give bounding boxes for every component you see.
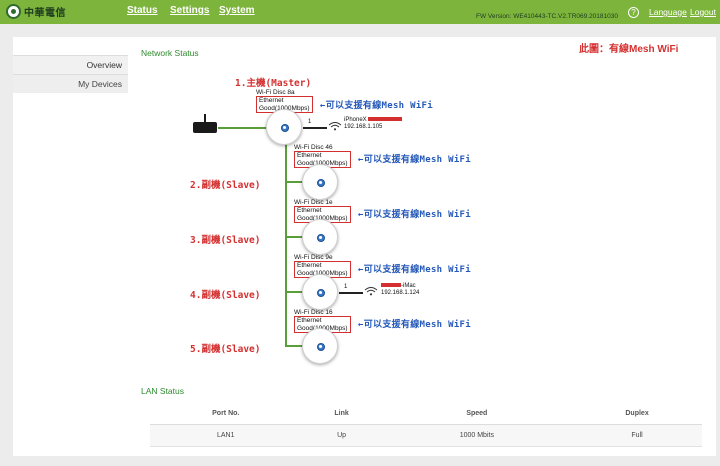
wired-mesh-annotation: ←可以支援有線Mesh WiFi — [358, 265, 471, 275]
client-ip: 192.168.1.105 — [344, 123, 383, 130]
mesh-node-slave[interactable] — [302, 164, 338, 200]
client-info: -iMac 192.168.1.124 — [381, 283, 419, 296]
wired-mesh-annotation: ←可以支援有線Mesh WiFi — [358, 320, 471, 330]
wired-mesh-annotation: ←可以支援有線Mesh WiFi — [358, 210, 471, 220]
slave-label: 2.副機(Slave) — [190, 180, 261, 191]
table-cell: LAN1 — [150, 424, 302, 447]
slave-label: 5.副機(Slave) — [190, 344, 261, 355]
wired-mesh-annotation: ←可以支援有線Mesh WiFi — [320, 101, 433, 111]
table-cell: 1000 Mbits — [381, 424, 573, 447]
node-link: Ethernet — [297, 152, 322, 160]
redaction-bar — [368, 117, 403, 122]
logo-icon — [6, 4, 21, 19]
node-icon — [317, 343, 325, 351]
diagram-note: 此圖：有線Mesh WiFi — [579, 44, 679, 55]
language-link[interactable]: Language — [649, 7, 687, 17]
node-link: Ethernet — [297, 207, 322, 215]
column-header: Speed — [381, 404, 573, 425]
slave-label: 4.副機(Slave) — [190, 290, 261, 301]
branch-line — [285, 181, 304, 183]
nav-status[interactable]: Status — [127, 5, 158, 16]
router-link — [218, 127, 266, 129]
top-bar — [0, 0, 720, 24]
client-name: -iMac — [401, 283, 416, 289]
node-speed: Good(1000Mbps) — [297, 159, 348, 167]
mesh-node-master[interactable] — [266, 109, 302, 145]
column-header: Link — [301, 404, 382, 425]
sidebar-item-overview[interactable]: Overview — [13, 55, 128, 74]
node-icon — [281, 124, 289, 132]
client-ip: 192.168.1.124 — [381, 289, 420, 296]
node-speed: Good(1000Mbps) — [297, 214, 348, 222]
wifi-icon — [328, 122, 342, 131]
node-icon — [317, 234, 325, 242]
mesh-node-slave[interactable] — [302, 219, 338, 255]
client-name: iPhoneX — [344, 117, 367, 123]
column-header: Duplex — [572, 404, 702, 425]
table-cell: Up — [301, 424, 382, 447]
logo-text: 中華電信 — [24, 8, 66, 19]
table-header-row: Port No. Link Speed Duplex — [150, 404, 702, 425]
mesh-node-slave[interactable] — [302, 274, 338, 310]
node-link: Ethernet — [297, 262, 322, 270]
help-icon[interactable]: ? — [628, 7, 639, 18]
node-icon — [317, 179, 325, 187]
node-speed: Good(1000Mbps) — [259, 105, 310, 112]
node-icon — [317, 289, 325, 297]
redaction-bar — [381, 283, 401, 288]
node-name: Wi-Fi Disc 16 — [294, 309, 333, 316]
table-cell: Full — [572, 424, 702, 447]
sidebar: Overview My Devices — [13, 55, 128, 93]
slave-label: 3.副機(Slave) — [190, 235, 261, 246]
router-antenna — [204, 114, 206, 123]
firmware-version: FW Version: WE410443-TC.V2.TR069.2018103… — [476, 13, 618, 20]
node-link: Ethernet — [297, 317, 322, 325]
node-name: Wi-Fi Disc 9e — [294, 254, 333, 261]
client-count: 1 — [308, 119, 312, 125]
node-name: Wi-Fi Disc 1e — [294, 199, 333, 206]
node-speed: Good(1000Mbps) — [297, 269, 348, 277]
logout-link[interactable]: Logout — [690, 7, 716, 17]
table-row: LAN1 Up 1000 Mbits Full — [150, 424, 702, 447]
router-icon — [193, 122, 217, 133]
branch-line — [285, 236, 304, 238]
branch-line — [285, 345, 304, 347]
column-header: Port No. — [150, 404, 302, 425]
nav-settings[interactable]: Settings — [170, 5, 210, 16]
branch-line — [285, 291, 304, 293]
node-name: Wi-Fi Disc 8a — [256, 89, 295, 96]
node-link: Ethernet — [259, 97, 284, 105]
mesh-trunk — [285, 144, 287, 347]
network-status-title: Network Status — [141, 48, 199, 58]
main-panel — [13, 37, 716, 456]
client-link — [303, 127, 327, 129]
client-info: iPhoneX 192.168.1.105 — [344, 117, 403, 130]
sidebar-item-my-devices[interactable]: My Devices — [13, 74, 128, 93]
lan-status-title: LAN Status — [141, 386, 184, 396]
master-label: 1.主機(Master) — [235, 78, 312, 89]
brand-logo: 中華電信 — [6, 4, 66, 19]
lan-status-table: Port No. Link Speed Duplex LAN1 Up 1000 … — [150, 404, 702, 447]
client-count: 1 — [344, 284, 348, 290]
wifi-icon — [364, 287, 378, 296]
mesh-node-slave[interactable] — [302, 328, 338, 364]
client-link — [339, 292, 363, 294]
nav-system[interactable]: System — [219, 5, 255, 16]
node-name: Wi-Fi Disc 46 — [294, 144, 333, 151]
wired-mesh-annotation: ←可以支援有線Mesh WiFi — [358, 155, 471, 165]
